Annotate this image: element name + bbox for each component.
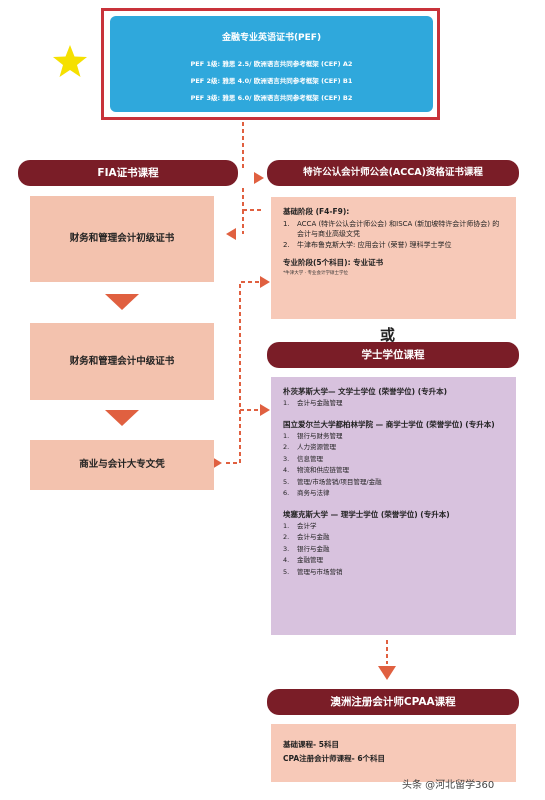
list-number: 3. [283, 544, 290, 553]
list-item: 5. 管理与市场营销 [283, 567, 506, 579]
list-text: 牛津布鲁克斯大学: 应用会计 (荣誉) 理科学士学位 [297, 240, 452, 249]
list-text: 会计与金融 [297, 533, 330, 541]
list-number: 1. [283, 431, 290, 440]
list-number: 6. [283, 489, 290, 497]
acca-note: *牛津大学 · 专业会计学硕士学位 [283, 270, 349, 276]
list-number: 1. [283, 219, 290, 228]
list-text: 商务与法律 [297, 489, 330, 497]
university-title: 国立爱尔兰大学都柏林学院 — 商学士学位 (荣誉学位) (专升本) [283, 419, 495, 429]
arrowhead-to-fia1 [226, 228, 236, 240]
pef-box: 金融专业英语证书(PEF) PEF 1级: 雅思 2.5/ 欧洲语言共同参考框架… [110, 16, 433, 112]
list-number: 5. [283, 567, 290, 576]
pef-level-2: PEF 2级: 雅思 4.0/ 欧洲语言共同参考框架 (CEF) B1 [190, 77, 353, 85]
connector-split [242, 188, 262, 211]
list-number: 1. [283, 399, 290, 407]
list-number: 2. [283, 443, 290, 451]
list-item: 1. 会计学 [283, 521, 506, 533]
list-number: 4. [283, 556, 290, 564]
cpaa-basic-line: 基础课程- 5科目 [283, 740, 339, 749]
list-text: 人力资源管理 [297, 443, 336, 451]
university-title: 埃塞克斯大学 — 理学士学位 (荣誉学位) (专升本) [283, 509, 450, 519]
cpaa-cpa-line: CPA注册会计师课程- 6个科目 [283, 754, 386, 763]
list-text: 银行与金融 [297, 544, 330, 553]
list-item: 6. 商务与法律 [283, 488, 506, 500]
list-item: 4. 物流和供应链管理 [283, 465, 506, 477]
star-icon [53, 45, 87, 77]
fia-intermediate-certificate: 财务和管理会计中级证书 [30, 323, 214, 400]
fia-basic-certificate: 财务和管理会计初级证书 [30, 196, 214, 282]
list-text: 银行与财务管理 [297, 431, 343, 440]
down-arrow-icon [105, 294, 139, 310]
or-label: 或 [380, 326, 396, 344]
list-text: 会计学 [297, 521, 317, 530]
list-number: 4. [283, 466, 290, 474]
down-arrow-icon [105, 410, 139, 426]
list-item: 4. 金融管理 [283, 555, 506, 567]
fia-diploma: 商业与会计大专文凭 [30, 440, 214, 490]
list-item: 3. 信息管理 [283, 454, 506, 466]
pef-level-1: PEF 1级: 雅思 2.5/ 欧洲语言共同参考框架 (CEF) A2 [190, 60, 353, 68]
list-number: 2. [283, 240, 290, 249]
acca-header: 特许公认会计师公会(ACCA)资格证书课程 [267, 160, 519, 186]
connector-fia3-to-right [226, 281, 262, 464]
bachelor-box: 朴茨茅斯大学— 文学士学位 (荣誉学位) (专升本) 1. 会计与金融管理 国立爱… [271, 377, 516, 635]
list-text: 信息管理 [297, 454, 323, 463]
list-item: 1. ACCA (特许公认会计师公会) 和ISCA (新加坡特许会计师协会) 的… [283, 219, 506, 240]
list-item: 3. 银行与金融 [283, 544, 506, 556]
arrowhead-to-acca-top [254, 172, 264, 184]
list-text: 会计与金融管理 [297, 399, 343, 407]
acca-professional-title: 专业阶段(5个科目): 专业证书 [283, 258, 384, 267]
list-number: 5. [283, 477, 290, 486]
list-text: ACCA (特许公认会计师公会) 和ISCA (新加坡特许会计师协会) 的会计与… [297, 219, 500, 239]
university-block: 埃塞克斯大学 — 理学士学位 (荣誉学位) (专升本) 1. 会计学 2. 会计与金… [283, 508, 506, 579]
list-text: 管理/市场营销/项目管理/金融 [297, 477, 382, 486]
list-item: 1. 会计与金融管理 [283, 398, 506, 410]
list-text: 管理与市场营销 [297, 567, 343, 576]
pef-level-3: PEF 3级: 雅思 6.0/ 欧洲语言共同参考框架 (CEF) B2 [190, 94, 353, 102]
list-number: 1. [283, 521, 290, 530]
acca-box: 基础阶段 (F4-F9): 1. ACCA (特许公认会计师公会) 和ISCA … [271, 197, 516, 319]
list-item: 5. 管理/市场营销/项目管理/金融 [283, 477, 506, 489]
list-item: 2. 会计与金融 [283, 532, 506, 544]
list-text: 金融管理 [297, 556, 323, 564]
list-item: 1. 银行与财务管理 [283, 431, 506, 443]
university-block: 国立爱尔兰大学都柏林学院 — 商学士学位 (荣誉学位) (专升本) 1. 银行与财… [283, 418, 506, 500]
fia-header: FIA证书课程 [18, 160, 238, 186]
arrowhead-to-bachelor [260, 404, 270, 416]
cpaa-box: 基础课程- 5科目 CPA注册会计师课程- 6个科目 [271, 724, 516, 782]
bachelor-header: 学士学位课程 [267, 342, 519, 368]
university-title: 朴茨茅斯大学— 文学士学位 (荣誉学位) (专升本) [283, 387, 448, 396]
university-block: 朴茨茅斯大学— 文学士学位 (荣誉学位) (专升本) 1. 会计与金融管理 [283, 385, 506, 410]
watermark: 头条 @河北留学360 [402, 780, 495, 791]
cpaa-header: 澳洲注册会计师CPAA课程 [267, 689, 519, 715]
list-item: 2. 牛津布鲁克斯大学: 应用会计 (荣誉) 理科学士学位 [283, 240, 506, 251]
list-number: 3. [283, 454, 290, 463]
list-number: 2. [283, 533, 290, 541]
list-text: 物流和供应链管理 [297, 466, 349, 474]
list-item: 2. 人力资源管理 [283, 442, 506, 454]
arrowhead-to-cpaa [378, 666, 396, 680]
acca-basic-title: 基础阶段 (F4-F9): [283, 207, 350, 216]
pef-title: 金融专业英语证书(PEF) [221, 33, 322, 43]
arrowhead-to-acca [260, 276, 270, 288]
